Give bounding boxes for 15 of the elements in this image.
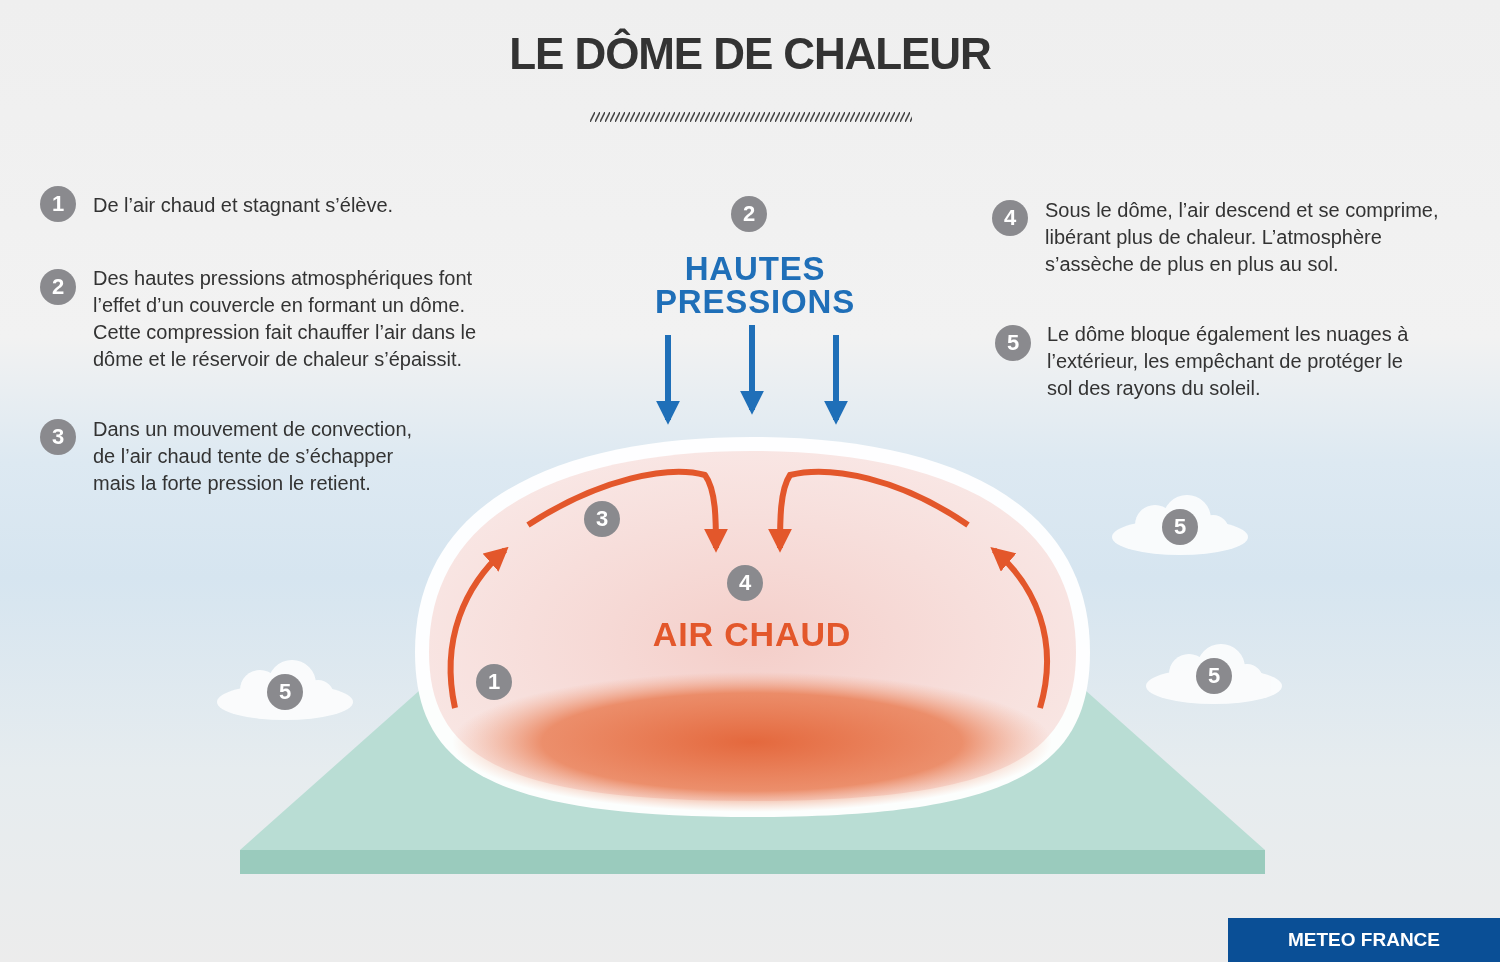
list-text: Des hautes pressions atmosphériques font l’effet d’un couvercle en formant un dôme. Cette compression fait chauffer l’air dans le dôme et le réservoir de chaleur s’épaissit. [93, 266, 478, 372]
list-text: Le dôme bloque également les nuages à l’extérieur, les empêchant de protéger le sol des rayons du soleil. [1047, 322, 1410, 401]
callout-number: 1 [40, 186, 76, 222]
callout-number: 2 [731, 196, 767, 232]
heat-dome [415, 437, 1090, 817]
callout-number: 2 [40, 269, 76, 305]
callout-number: 5 [995, 325, 1031, 361]
hot-air-label: AIR CHAUD [652, 617, 852, 651]
high-pressure-label: HAUTES PRESSIONS [654, 252, 856, 318]
list-text: Dans un mouvement de convection, de l’air chaud tente de s’échapper mais la forte pression le retient. [93, 417, 414, 496]
callout-number: 3 [40, 419, 76, 455]
list-text: De l’air chaud et stagnant s’élève. [93, 193, 395, 218]
list-text: Sous le dôme, l’air descend et se comprime, libérant plus de chaleur. L’atmosphère s’assèche de plus en plus au sol. [1045, 198, 1440, 277]
source-banner: METEO FRANCE [1228, 918, 1500, 962]
callout-number: 4 [992, 200, 1028, 236]
